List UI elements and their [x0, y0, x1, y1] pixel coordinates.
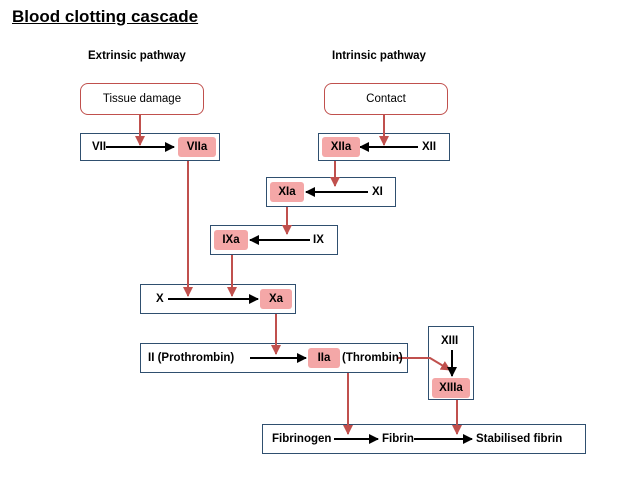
factor-xiiia: XIIIa	[432, 378, 470, 398]
contact-label: Contact	[366, 93, 406, 105]
factor-xii: XII	[422, 141, 437, 153]
factor-x: X	[156, 293, 164, 305]
intrinsic-pathway-heading: Intrinsic pathway	[332, 50, 426, 62]
factor-xiia: XIIa	[322, 137, 360, 157]
factor-thrombin: (Thrombin)	[342, 352, 403, 364]
factor-vii: VII	[92, 141, 107, 153]
factor-xiii: XIII	[441, 335, 459, 347]
factor-prothrombin: II (Prothrombin)	[148, 352, 235, 364]
stabilised-fibrin-label: Stabilised fibrin	[476, 433, 563, 445]
tissue-damage-label: Tissue damage	[102, 93, 182, 105]
factor-xa: Xa	[260, 289, 292, 309]
fibrinogen-label: Fibrinogen	[272, 433, 332, 445]
factor-xi: XI	[372, 186, 383, 198]
tissue-damage-box: Tissue damage	[80, 83, 204, 115]
contact-box: Contact	[324, 83, 448, 115]
diagram-title: Blood clotting cascade	[12, 7, 199, 26]
extrinsic-pathway-heading: Extrinsic pathway	[88, 50, 186, 62]
arrow-thrombin-to-xiii	[398, 357, 451, 371]
factor-iia: IIa	[308, 348, 340, 368]
factor-xia: XIa	[270, 182, 304, 202]
box-fibrin	[262, 424, 586, 454]
fibrin-label: Fibrin	[382, 433, 414, 445]
factor-ix: IX	[313, 234, 324, 246]
factor-ixa: IXa	[214, 230, 248, 250]
factor-viia: VIIa	[178, 137, 216, 157]
